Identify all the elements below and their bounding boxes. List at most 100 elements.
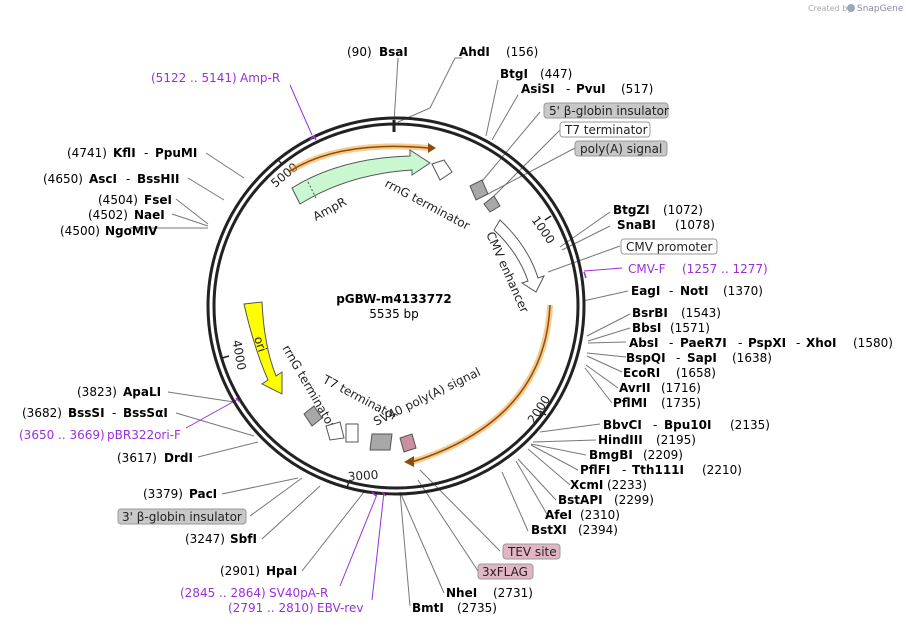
svg-text:-: - [622,463,626,477]
enzyme-label-bmti[interactable]: BmtI (2735) [412,601,497,615]
enzyme-label-bspqi[interactable]: BspQI - SapI (1638) [626,351,772,365]
svg-text:(3247): (3247) [185,532,225,546]
enzyme-label-hindiii[interactable]: HindIII (2195) [598,433,696,447]
svg-text:AbsI: AbsI [629,336,658,350]
svg-text:BtgZI: BtgZI [613,203,650,217]
svg-text:HpaI: HpaI [266,564,297,578]
svg-text:5' β-globin insulator: 5' β-globin insulator [549,104,669,118]
svg-text:(1370): (1370) [723,284,763,298]
enzyme-label-naei[interactable]: (4502) NaeI [88,208,165,222]
svg-text:(1543): (1543) [681,306,721,320]
svg-text:-: - [669,284,673,298]
svg-text:NotI: NotI [680,284,709,298]
tick-label-4000: 4000 [230,339,249,372]
enzyme-label-btgzi[interactable]: BtgZI (1072) [613,203,703,217]
enzyme-label-pflmi[interactable]: PflMI (1735) [613,396,701,410]
svg-text:DrdI: DrdI [164,451,193,465]
feature-box-globin3: 3' β-globin insulator [117,508,247,525]
svg-text:(1072): (1072) [663,203,703,217]
svg-text:poly(A) signal: poly(A) signal [580,142,662,156]
enzyme-label-sbfi[interactable]: (3247) SbfI [185,532,257,546]
feature-box-tev: TEV site [502,543,561,560]
enzyme-label-drdi[interactable]: (3617) DrdI [117,451,193,465]
svg-text:TEV site: TEV site [507,545,557,559]
enzyme-label-bbsi[interactable]: BbsI (1571) [632,321,710,335]
enzyme-label-avrii[interactable]: AvrII (1716) [619,381,701,395]
svg-text:BsaI: BsaI [379,45,408,59]
svg-text:BstXI: BstXI [531,523,567,537]
svg-text:BbvCI: BbvCI [603,418,642,432]
svg-text:(2210): (2210) [702,463,742,477]
enzyme-label-ahdi[interactable]: AhdI (156) [459,45,538,59]
feature-box-cmv-promoter: CMV promoter [620,238,718,255]
svg-text:EBV-rev: EBV-rev [317,601,363,615]
t7-left-arrow [325,421,345,441]
enzyme-label-absi[interactable]: AbsI - PaeR7I - PspXI - XhoI (1580) [629,336,893,350]
svg-text:T7 terminator: T7 terminator [564,123,648,137]
svg-text:(447): (447) [540,67,572,81]
enzyme-label-hpai[interactable]: (2901) HpaI [220,564,297,578]
primer-label-sv40pa-r[interactable]: (2845 .. 2864) SV40pA-R [180,586,328,600]
svg-text:SnaBI: SnaBI [617,218,656,232]
svg-text:PpuMI: PpuMI [155,146,197,160]
enzyme-label-apali[interactable]: (3823) ApaLI [77,385,161,399]
enzyme-label-bmgbi[interactable]: BmgBI (2209) [589,448,683,462]
enzyme-label-bbvci[interactable]: BbvCI - Bpu10I (2135) [603,418,770,432]
svg-text:SapI: SapI [687,351,717,365]
credit-brand: SnapGene [857,4,904,14]
tick-label-2000: 2000 [525,393,553,426]
svg-text:-: - [796,336,800,350]
enzyme-label-fsei[interactable]: (4504) FseI [98,193,172,207]
svg-text:(4502): (4502) [88,208,128,222]
primer-label-ebv-rev[interactable]: (2791 .. 2810) EBV-rev [228,601,363,615]
enzyme-label-paci[interactable]: (3379) PacI [143,487,217,501]
rrng-top-arrow [431,159,453,181]
enzyme-label-ngomiv[interactable]: (4500) NgoMIV [60,224,158,238]
svg-text:AsiSI: AsiSI [521,82,555,96]
svg-text:BssHII: BssHII [137,172,179,186]
svg-text:XhoI: XhoI [806,336,837,350]
svg-text:(3617): (3617) [117,451,157,465]
enzyme-label-bstxi[interactable]: BstXI (2394) [531,523,618,537]
enzyme-label-bstapi[interactable]: BstAPI (2299) [558,493,654,507]
svg-text:HindIII: HindIII [598,433,643,447]
svg-text:(4500): (4500) [60,224,100,238]
leader-lines [130,57,631,607]
svg-text:(2735): (2735) [457,601,497,615]
svg-text:(1658): (1658) [676,366,716,380]
primer-label-amp-r[interactable]: (5122 .. 5141) Amp-R [151,71,280,85]
enzyme-label-nhei[interactable]: NheI (2731) [446,586,533,600]
svg-text:KflI: KflI [113,146,136,160]
highlight-arc-right-head [404,456,414,467]
enzyme-label-bsssi[interactable]: (3682) BssSI - BssSαI [22,406,168,420]
primer-label-cmv-f[interactable]: CMV-F (1257 .. 1277) [628,262,768,276]
sv40-label: SV40 poly(A) signal [371,365,482,429]
enzyme-label-ecori[interactable]: EcoRI (1658) [623,366,716,380]
primer-leader-lines [185,84,623,601]
enzyme-label-afei[interactable]: AfeI (2310) [545,508,620,522]
ampr-dashed-mark [307,181,317,199]
highlight-arc-right-line [411,304,551,463]
feature-box-globin5: 5' β-globin insulator [543,102,669,119]
svg-text:(2135): (2135) [730,418,770,432]
svg-text:AvrII: AvrII [619,381,651,395]
enzyme-label-btgi[interactable]: BtgI (447) [500,67,572,81]
primer-label-pbr322ori-f[interactable]: (3650 .. 3669) pBR322ori-F [19,428,181,442]
enzyme-label-asisi[interactable]: AsiSI - PvuI (517) [521,82,653,96]
enzyme-label-kfli[interactable]: (4741) KflI - PpuMI [67,146,197,160]
globin5-feature-box [469,179,489,201]
enzyme-label-eagi[interactable]: EagI - NotI (1370) [631,284,763,298]
enzyme-label-bsai[interactable]: (90) BsaI [347,45,408,59]
svg-text:BssSI: BssSI [68,406,105,420]
enzyme-label-pflfi[interactable]: PflFI - Tth111I (2210) [580,463,742,477]
svg-text:AhdI: AhdI [459,45,490,59]
svg-text:FseI: FseI [144,193,172,207]
svg-text:(156): (156) [506,45,538,59]
enzyme-label-asci[interactable]: (4650) AscI - BssHII [43,172,179,186]
enzyme-label-bsrbi[interactable]: BsrBI (1543) [632,306,721,320]
enzyme-label-snabi[interactable]: SnaBI (1078) [617,218,715,232]
sv40-feature-box [369,433,393,451]
svg-text:-: - [112,406,116,420]
enzyme-label-xcmi[interactable]: XcmI (2233) [570,478,647,492]
